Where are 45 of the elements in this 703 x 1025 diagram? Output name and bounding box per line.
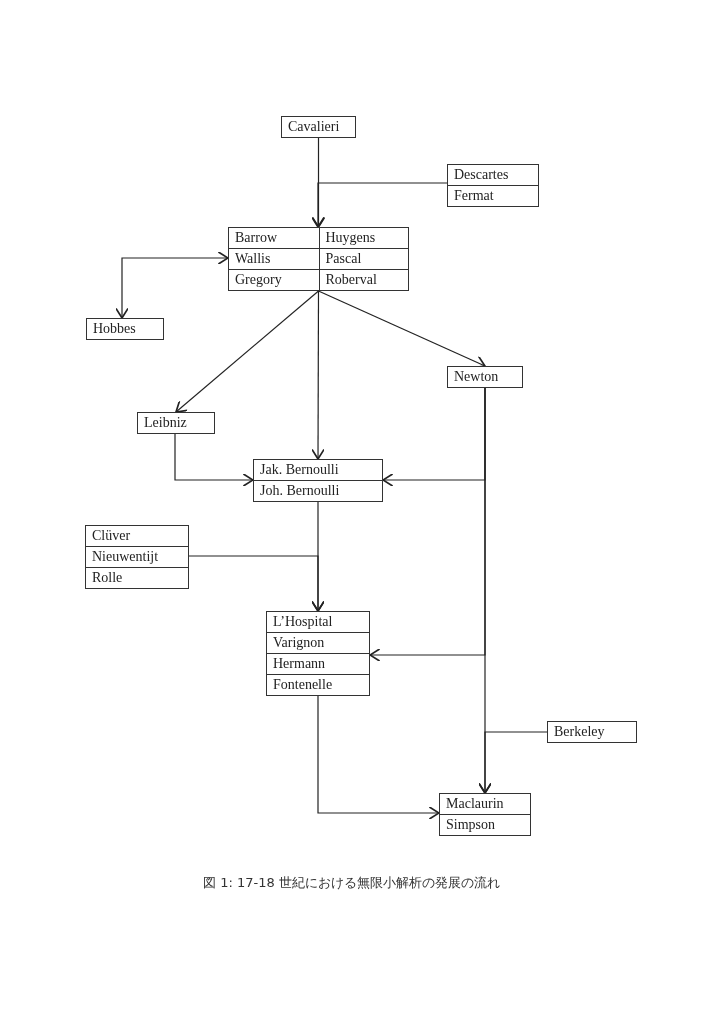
arrow (311, 501, 325, 612)
name-box (447, 366, 523, 388)
name-text: Roberval (318, 269, 408, 290)
name-box (253, 459, 383, 502)
name-text: Fontenelle (267, 674, 369, 695)
name-text: Gregory (229, 269, 319, 290)
name-text: Leibniz (143, 414, 188, 432)
name-text: Simpson (440, 814, 530, 835)
arrow (175, 290, 320, 413)
name-box (266, 611, 370, 696)
name-box (137, 412, 215, 434)
name-text: Barrow (234, 229, 278, 247)
name-text: Cavalieri (287, 118, 341, 136)
name-text: Joh. Bernoulli (254, 480, 382, 501)
name-text: Hobbes (92, 320, 137, 338)
name-text: L’Hospital (272, 613, 334, 631)
name-text: Wallis (229, 248, 319, 269)
name-text: Berkeley (553, 723, 606, 741)
name-text: Rolle (86, 567, 188, 588)
arrow (311, 182, 448, 228)
name-text: Pascal (318, 248, 408, 269)
name-text: Clüver (91, 527, 132, 545)
name-text: Newton (453, 368, 500, 386)
name-box (85, 525, 189, 589)
name-text: Nieuwentijt (86, 546, 188, 567)
arrow (311, 290, 325, 460)
name-box (439, 793, 531, 836)
arrow (478, 731, 548, 794)
name-text: Varignon (267, 632, 369, 653)
arrow (311, 137, 326, 228)
arrow (115, 251, 229, 319)
arrow (317, 695, 440, 820)
name-text: Jak. Bernoulli (259, 461, 340, 479)
figure-caption: 図 1: 17-18 世紀における無限小解析の発展の流れ (203, 875, 500, 890)
name-box (86, 318, 164, 340)
name-box (447, 164, 539, 207)
name-text: Hermann (267, 653, 369, 674)
name-box (228, 227, 409, 291)
name-text: Descartes (453, 166, 510, 184)
name-box (547, 721, 637, 743)
name-box (281, 116, 356, 138)
name-text: Maclaurin (445, 795, 505, 813)
arrow (174, 433, 254, 487)
name-text: Fermat (448, 185, 538, 206)
name-text: Huygens (318, 228, 408, 248)
